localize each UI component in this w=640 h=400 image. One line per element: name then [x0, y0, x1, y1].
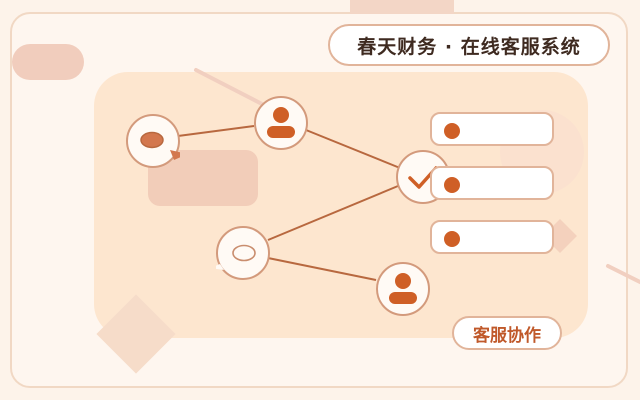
tag-badge: 客服协作	[452, 316, 562, 350]
chat-node-2	[215, 226, 270, 280]
page-title-text: 春天财务 · 在线客服系统	[357, 35, 581, 58]
checkmark-icon	[407, 165, 438, 189]
agent-node-1	[254, 96, 308, 150]
bullet-dot-icon	[444, 231, 460, 247]
page-title: 春天财务 · 在线客服系统	[328, 24, 610, 66]
pill-decoration	[12, 44, 84, 80]
list-item	[430, 220, 554, 254]
top-decoration	[350, 0, 454, 14]
agent-node-2	[376, 262, 430, 316]
list-item	[430, 166, 554, 200]
bullet-dot-icon	[444, 123, 460, 139]
person-icon	[266, 106, 295, 138]
bullet-dot-icon	[444, 177, 460, 193]
speech-bubble-icon	[139, 131, 180, 160]
list-item	[430, 112, 554, 146]
tag-badge-text: 客服协作	[473, 325, 541, 346]
chat-node-1	[126, 114, 180, 168]
person-icon	[388, 272, 417, 304]
speech-bubble-icon	[215, 244, 256, 270]
